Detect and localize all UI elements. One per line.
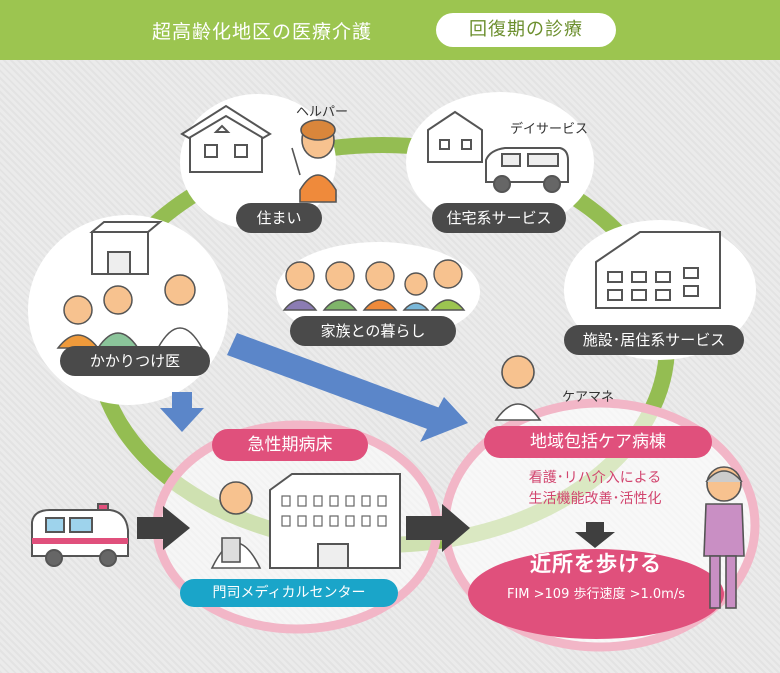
helper-person-icon [291,119,337,203]
day-service-label: デイサービス [510,122,589,137]
blue-arrow-diagonal [227,333,468,442]
family-life-label: 家族との暮らし [290,316,456,346]
house-icon [180,104,272,173]
small-house-icon [427,110,483,163]
hospital-name-label: 門司メディカルセンター [180,579,398,607]
goal-metric: FIM >109 歩行速度 >1.0m/s [506,587,685,602]
page-title: 超高齢化地区の医療介護 [152,21,373,43]
community-ward-label: 地域包括ケア病棟 [484,426,712,458]
goal-ellipse [468,549,724,639]
dark-arrow-right [406,504,470,552]
goal-text: 近所を歩ける FIM >109 歩行速度 >1.0m/s [472,548,720,602]
helper-label: ヘルパー [296,105,349,120]
care-manager-icon [494,355,542,421]
phase-badge: 回復期の診療 [436,13,616,47]
doctor-icon [210,481,262,569]
goal-title: 近所を歩ける [530,552,662,576]
van-icon [485,147,569,193]
family-group-icon [282,259,466,311]
apartment-building-icon [595,231,721,309]
dark-arrow-left [137,506,190,550]
home-label: 住まい [236,203,322,233]
dark-arrow-down [575,522,615,548]
header-bar: 超高齢化地区の医療介護 回復期の診療 [0,0,780,60]
acute-ward-label: 急性期病床 [212,429,368,461]
facility-service-label: 施設･居住系サービス [564,325,744,355]
care-text-line-1: 看護･リハ介入による [528,470,662,486]
home-service-label: 住宅系サービス [432,203,566,233]
blue-arrow-down [160,392,204,432]
care-intervention-text: 看護･リハ介入による 生活機能改善･活性化 [510,468,680,510]
clinic-building-icon [89,221,163,275]
care-text-line-2: 生活機能改善･活性化 [528,491,662,507]
hospital-building-icon [269,473,401,569]
care-manager-label: ケアマネ [562,390,615,405]
family-doctor-people-icon [56,274,204,349]
elderly-walker-icon [703,466,745,609]
family-doctor-label: かかりつけ医 [60,346,210,376]
ambulance-icon [31,503,129,567]
